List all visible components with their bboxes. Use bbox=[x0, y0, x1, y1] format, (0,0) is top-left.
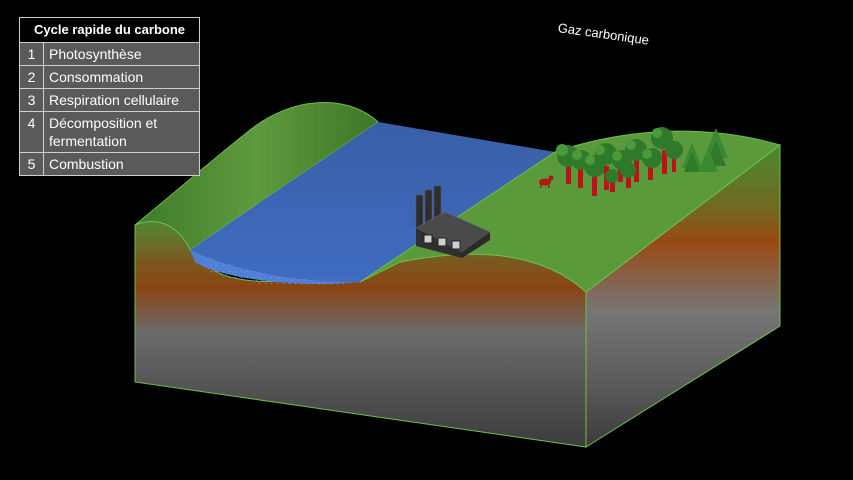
tree-icon bbox=[642, 148, 662, 180]
legend-row-number: 5 bbox=[19, 152, 44, 176]
tree-icon bbox=[665, 141, 683, 172]
legend-row: 3 Respiration cellulaire bbox=[19, 88, 200, 112]
animal-icon bbox=[539, 175, 554, 188]
grass-hill-left bbox=[134, 101, 379, 251]
legend-row: 1 Photosynthèse bbox=[19, 42, 200, 66]
legend-row-number: 4 bbox=[19, 111, 44, 153]
legend-row-label: Combustion bbox=[43, 152, 200, 176]
legend-row-label: Consommation bbox=[43, 65, 200, 89]
legend-row-label: Photosynthèse bbox=[43, 42, 200, 66]
legend-row-number: 2 bbox=[19, 65, 44, 89]
tree-icon bbox=[698, 148, 718, 172]
tree-icon bbox=[651, 127, 673, 174]
legend-title: Cycle rapide du carbone bbox=[19, 17, 200, 43]
legend-row: 4 Décomposition et fermentation bbox=[19, 111, 200, 153]
legend-row: 5 Combustion bbox=[19, 152, 200, 176]
legend-row-label: Décomposition et fermentation bbox=[43, 111, 200, 153]
tree-icon bbox=[605, 169, 619, 192]
lake bbox=[190, 122, 555, 283]
legend-row: 2 Consommation bbox=[19, 65, 200, 89]
tree-icon bbox=[620, 162, 636, 188]
carbon-cycle-legend: Cycle rapide du carbone 1 Photosynthèse … bbox=[19, 17, 200, 176]
factory-icon bbox=[415, 185, 491, 258]
tree-icon bbox=[682, 142, 702, 172]
legend-row-number: 1 bbox=[19, 42, 44, 66]
legend-row-number: 3 bbox=[19, 88, 44, 112]
legend-row-label: Respiration cellulaire bbox=[43, 88, 200, 112]
forest bbox=[556, 127, 728, 196]
tree-icon bbox=[625, 139, 647, 182]
